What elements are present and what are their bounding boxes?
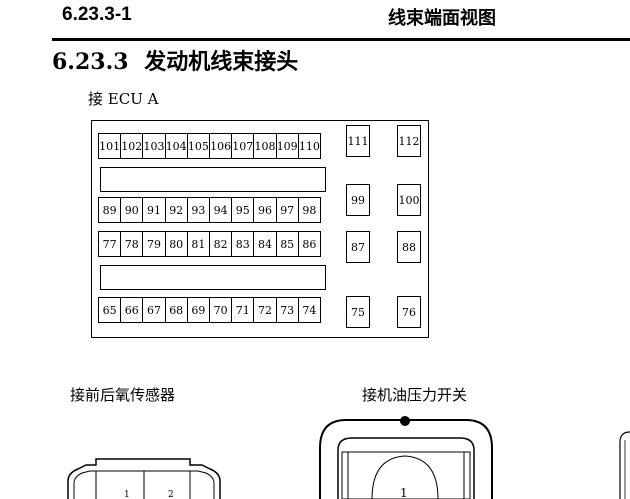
o2-pin-2: 2 <box>168 490 174 499</box>
page-number: 6.23.3-1 <box>62 4 132 25</box>
ecu-pin: 84 <box>253 231 277 257</box>
ecu-pin: 97 <box>275 197 299 223</box>
o2-sensor-label: 接前后氧传感器 <box>70 386 176 404</box>
ecu-pin: 66 <box>120 297 144 323</box>
connector-blank-bar <box>100 265 326 290</box>
ecu-pin: 106 <box>209 133 233 159</box>
ecu-pin: 98 <box>297 197 321 223</box>
ecu-pin: 110 <box>297 133 321 159</box>
ecu-side-pin: 76 <box>397 296 421 328</box>
ecu-pin: 83 <box>231 231 255 257</box>
oil-switch-connector: 1 <box>319 416 493 499</box>
partial-connector-edge <box>619 431 630 499</box>
ecu-pin: 91 <box>142 197 166 223</box>
ecu-pin: 107 <box>231 133 255 159</box>
page-header-title: 线束端面视图 <box>388 8 496 29</box>
oil-switch-pin-1: 1 <box>400 486 408 499</box>
o2-pin-1: 1 <box>124 490 130 499</box>
ecu-pin: 104 <box>164 133 188 159</box>
ecu-pin: 109 <box>275 133 299 159</box>
ecu-pin: 86 <box>297 231 321 257</box>
ecu-pin: 93 <box>186 197 210 223</box>
ecu-pin: 105 <box>186 133 210 159</box>
ecu-connector-label: 接 ECU A <box>88 90 159 108</box>
ecu-side-pin: 87 <box>346 231 370 263</box>
ecu-pin: 77 <box>98 231 122 257</box>
ecu-pin: 68 <box>164 297 188 323</box>
ecu-pin: 92 <box>164 197 188 223</box>
ecu-pin: 71 <box>231 297 255 323</box>
section-title: 6.23.3 发动机线束接头 <box>52 44 298 76</box>
ecu-pin: 103 <box>142 133 166 159</box>
ecu-pin: 89 <box>98 197 122 223</box>
ecu-side-pin: 75 <box>346 296 370 328</box>
ecu-pin: 79 <box>142 231 166 257</box>
ecu-pin: 90 <box>120 197 144 223</box>
ecu-side-pin: 100 <box>397 184 421 216</box>
ecu-pin: 65 <box>98 297 122 323</box>
ecu-pin: 80 <box>164 231 188 257</box>
ecu-pin: 85 <box>275 231 299 257</box>
ecu-pin: 101 <box>98 133 122 159</box>
ecu-side-pin: 99 <box>346 184 370 216</box>
section-number: 6.23.3 <box>52 49 129 75</box>
ecu-pin: 72 <box>253 297 277 323</box>
ecu-pin: 81 <box>186 231 210 257</box>
ecu-side-pin: 88 <box>397 231 421 263</box>
ecu-pin: 70 <box>209 297 233 323</box>
connector-blank-bar <box>100 167 326 192</box>
ecu-pin: 108 <box>253 133 277 159</box>
ecu-pin: 69 <box>186 297 210 323</box>
ecu-pin: 95 <box>231 197 255 223</box>
ecu-side-pin: 111 <box>346 125 370 157</box>
header-rule <box>52 38 630 41</box>
ecu-pin: 74 <box>297 297 321 323</box>
ecu-pin: 78 <box>120 231 144 257</box>
o2-sensor-connector: 1 2 <box>67 458 221 499</box>
oil-switch-label: 接机油压力开关 <box>362 386 468 404</box>
ecu-pin: 82 <box>209 231 233 257</box>
ecu-pin: 73 <box>275 297 299 323</box>
ecu-pin: 102 <box>120 133 144 159</box>
latch-dot-icon <box>400 416 410 426</box>
ecu-pin: 94 <box>209 197 233 223</box>
ecu-pin: 96 <box>253 197 277 223</box>
section-name: 发动机线束接头 <box>144 49 299 75</box>
ecu-pin: 67 <box>142 297 166 323</box>
ecu-side-pin: 112 <box>397 125 421 157</box>
